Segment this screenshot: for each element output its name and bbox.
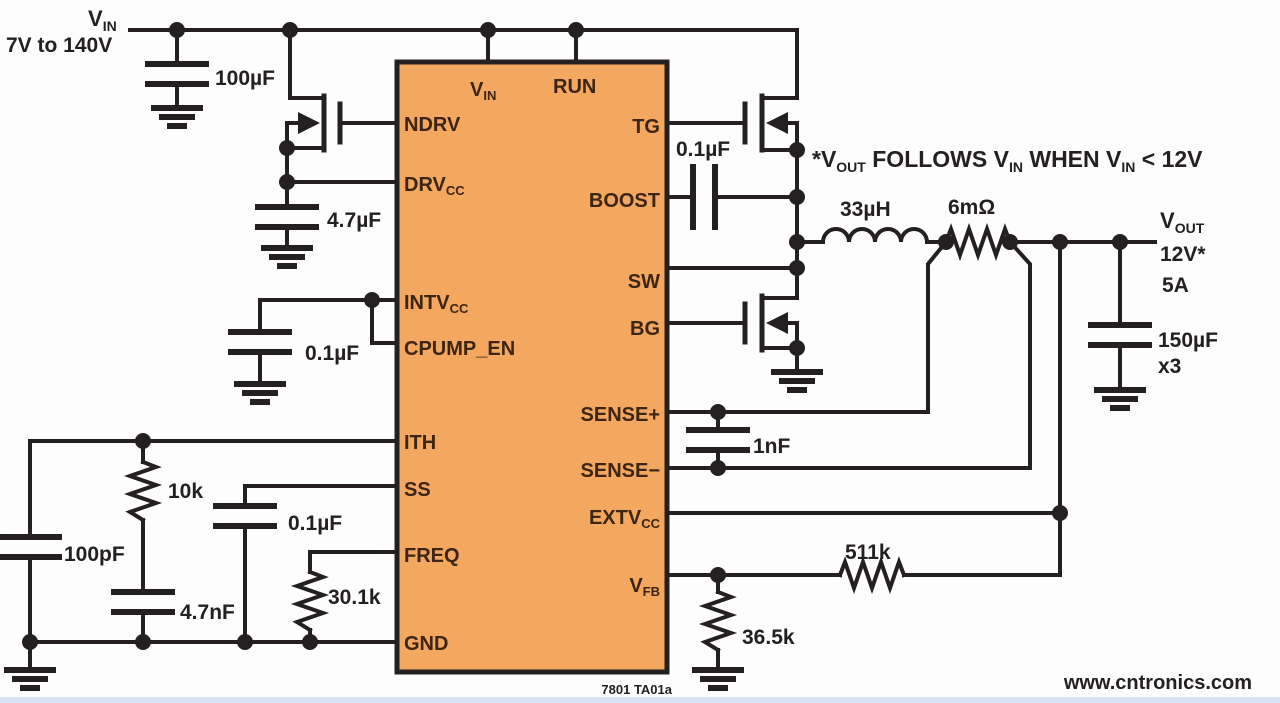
pin-label-boost: BOOST <box>589 190 660 212</box>
pin-label-intvcc: INTVCC <box>404 292 469 316</box>
capacitor-cboost <box>690 164 718 230</box>
wire-ith <box>28 439 399 539</box>
pin-label-vin: VIN <box>470 79 496 103</box>
junction-dots <box>22 22 1128 650</box>
label-rfreq: 30.1k <box>328 586 381 609</box>
top-fet-arrow <box>766 112 788 134</box>
label-cout: 150µF <box>1158 329 1218 352</box>
mosfet-bars <box>321 93 765 353</box>
ic-reference-label: 7801 TA01a <box>601 682 672 697</box>
label-cith-hf: 100pF <box>64 543 125 566</box>
label-rfb-bot: 36.5k <box>742 626 795 649</box>
label-cdrv: 4.7µF <box>327 209 381 232</box>
wire-kelvin-left <box>926 239 949 414</box>
label-cboost: 0.1µF <box>676 138 730 161</box>
label-cint: 0.1µF <box>305 342 359 365</box>
wire-ndrv-fet-drain <box>288 28 326 100</box>
capacitor-cdrv <box>258 207 316 227</box>
capacitor-c100pf <box>1 537 59 557</box>
label-rith: 10k <box>168 480 203 503</box>
resistor-6mohm <box>944 227 1012 257</box>
inductor-33uh <box>820 227 930 245</box>
capacitor-csense <box>689 430 747 450</box>
resistor-10k <box>128 460 158 522</box>
resistor-36k5 <box>703 590 733 652</box>
wire-ss <box>243 484 399 508</box>
pin-label-tg: TG <box>632 116 660 138</box>
wires <box>28 28 1157 670</box>
wire-intvcc <box>258 298 399 334</box>
pin-label-sense-plus: SENSE+ <box>581 404 660 426</box>
wire-topfet-drain <box>760 28 799 100</box>
pin-label-drvcc: DRVCC <box>404 174 465 198</box>
pin-label-freq: FREQ <box>404 545 460 567</box>
vout-label: VOUT <box>1160 208 1205 236</box>
bottom-strip <box>0 697 1280 703</box>
ic-body <box>394 59 670 675</box>
capacitor-cin <box>148 64 206 84</box>
pin-label-bg: BG <box>630 318 660 340</box>
vin-label: VIN <box>88 6 117 34</box>
label-css: 0.1µF <box>288 512 342 535</box>
ground-symbol <box>774 372 820 390</box>
ground-symbol <box>7 670 53 688</box>
watermark: www.cntronics.com <box>1063 672 1252 694</box>
pin-label-gnd: GND <box>404 633 448 655</box>
ground-symbol <box>264 248 310 266</box>
label-csense: 1nF <box>753 435 791 458</box>
ndrv-fet-arrow <box>298 112 320 134</box>
ground-symbol <box>154 108 200 126</box>
vin-range-label: 7V to 140V <box>6 34 112 57</box>
resistor-30k1 <box>295 570 325 632</box>
pin-label-sense-minus: SENSE− <box>581 460 660 482</box>
label-rsense: 6mΩ <box>948 196 995 219</box>
vout-current-label: 5A <box>1162 274 1189 297</box>
ground-symbol <box>237 384 283 402</box>
capacitor-cint <box>231 332 289 352</box>
bottom-fet-arrow <box>766 312 788 334</box>
pin-label-ith: ITH <box>404 432 436 454</box>
wire-freq <box>308 550 399 574</box>
label-cith: 4.7nF <box>180 601 235 624</box>
pin-label-ndrv: NDRV <box>404 114 461 136</box>
vout-voltage-label: 12V* <box>1160 243 1206 266</box>
label-cout-qty: x3 <box>1158 355 1181 378</box>
pin-label-ss: SS <box>404 479 431 501</box>
capacitor-c47nf <box>114 592 172 612</box>
pin-label-cpump-en: CPUMP_EN <box>404 338 515 360</box>
pin-label-run: RUN <box>553 76 596 98</box>
wire-cpump-stub <box>370 298 399 345</box>
resistor-511k <box>838 560 906 590</box>
pin-label-vfb: VFB <box>629 575 660 599</box>
wire-kelvin-right <box>1007 239 1032 470</box>
note-vout-follows-vin: *VOUT FOLLOWS VIN WHEN VIN < 12V <box>812 146 1203 175</box>
pin-label-sw: SW <box>628 271 660 293</box>
label-cin: 100µF <box>215 67 275 90</box>
capacitor-cout <box>1091 325 1149 345</box>
pin-label-extvcc: EXTVCC <box>589 507 661 531</box>
ground-symbol <box>1097 390 1143 408</box>
wire-rfb-top-right <box>902 240 1062 577</box>
label-l1: 33µH <box>840 198 891 221</box>
ground-symbol <box>695 670 741 688</box>
capacitor-css <box>216 506 274 526</box>
label-rfb-top: 511k <box>845 541 891 564</box>
capacitors <box>1 64 1149 612</box>
